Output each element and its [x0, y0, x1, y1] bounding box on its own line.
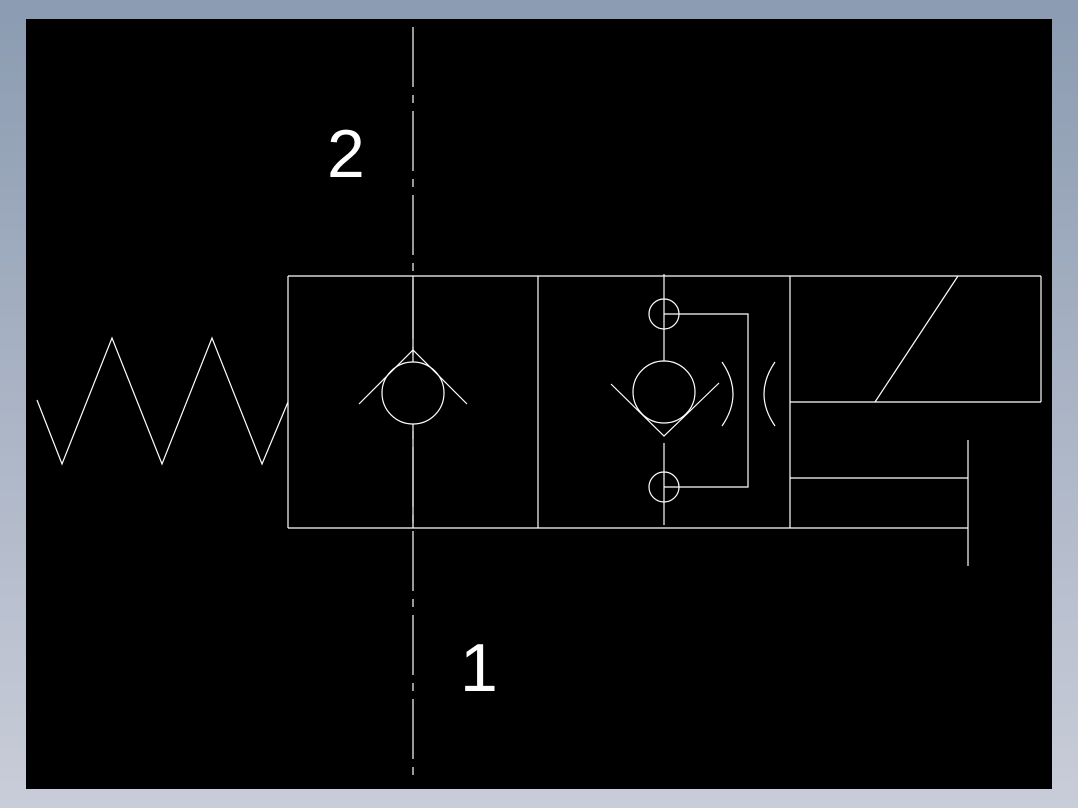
port-label-1: 1	[460, 630, 498, 706]
check-valve-left	[358, 276, 468, 528]
spring-icon	[36, 336, 289, 466]
solenoid-actuator	[790, 275, 1041, 566]
pilot-check-valve	[610, 274, 776, 525]
port-label-2: 2	[327, 116, 365, 192]
cad-drawing-canvas[interactable]	[26, 19, 1052, 789]
